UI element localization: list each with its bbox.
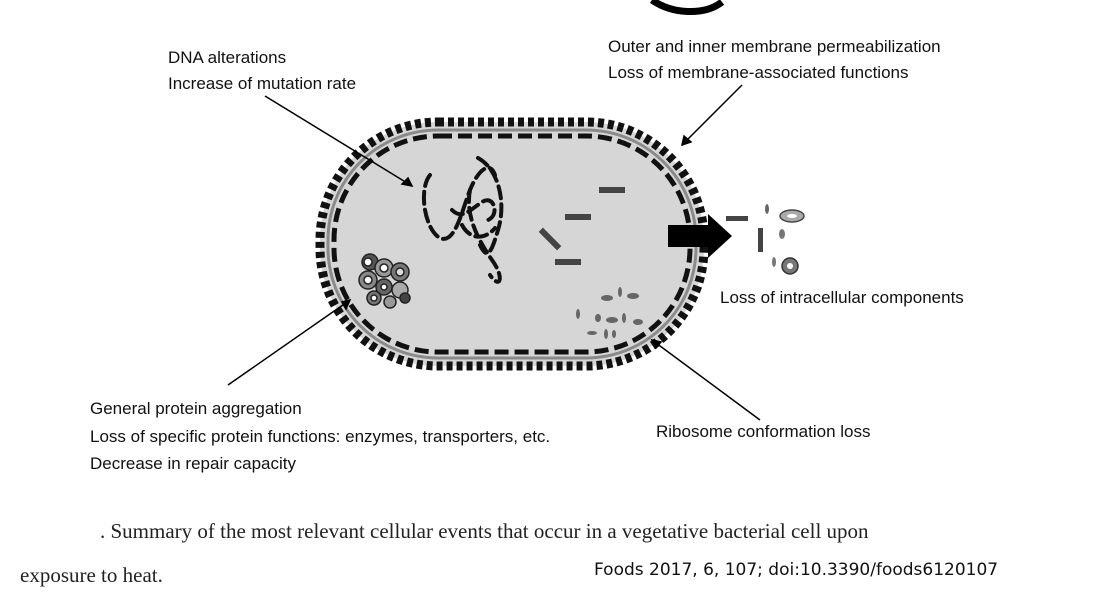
figure-caption-line2: exposure to heat. — [20, 563, 163, 587]
membrane-label-line2: Loss of membrane-associated functions — [608, 63, 909, 82]
expelled-components — [726, 204, 805, 275]
dna-label-line1: DNA alterations — [168, 48, 286, 67]
figure-caption-line1: . Summary of the most relevant cellular … — [100, 519, 869, 543]
protein-label-line2: Loss of specific protein functions: enzy… — [90, 427, 550, 446]
dna-tangle — [421, 156, 504, 284]
outer-membrane — [315, 117, 709, 371]
protein-aggregate — [358, 253, 411, 309]
bacterial-cell — [315, 117, 709, 371]
pointer-lines — [227, 84, 761, 421]
efflux-arrow — [668, 214, 732, 258]
cropped-heading-fragment — [649, 0, 725, 16]
ribosome-label: Ribosome conformation loss — [656, 422, 870, 441]
source-citation: Foods 2017, 6, 107; doi:10.3390/foods612… — [594, 560, 999, 580]
cell-cytoplasm — [320, 122, 704, 366]
dna-label-line2: Increase of mutation rate — [168, 74, 356, 93]
protein-fragments — [538, 187, 625, 265]
inner-membrane-dashed — [331, 133, 693, 355]
intracellular-label: Loss of intracellular components — [720, 288, 964, 307]
protein-label-line1: General protein aggregation — [90, 399, 302, 418]
ribosome-fragments — [576, 287, 643, 339]
protein-label-line3: Decrease in repair capacity — [90, 454, 296, 473]
membrane-label-line1: Outer and inner membrane permeabilizatio… — [608, 37, 941, 56]
